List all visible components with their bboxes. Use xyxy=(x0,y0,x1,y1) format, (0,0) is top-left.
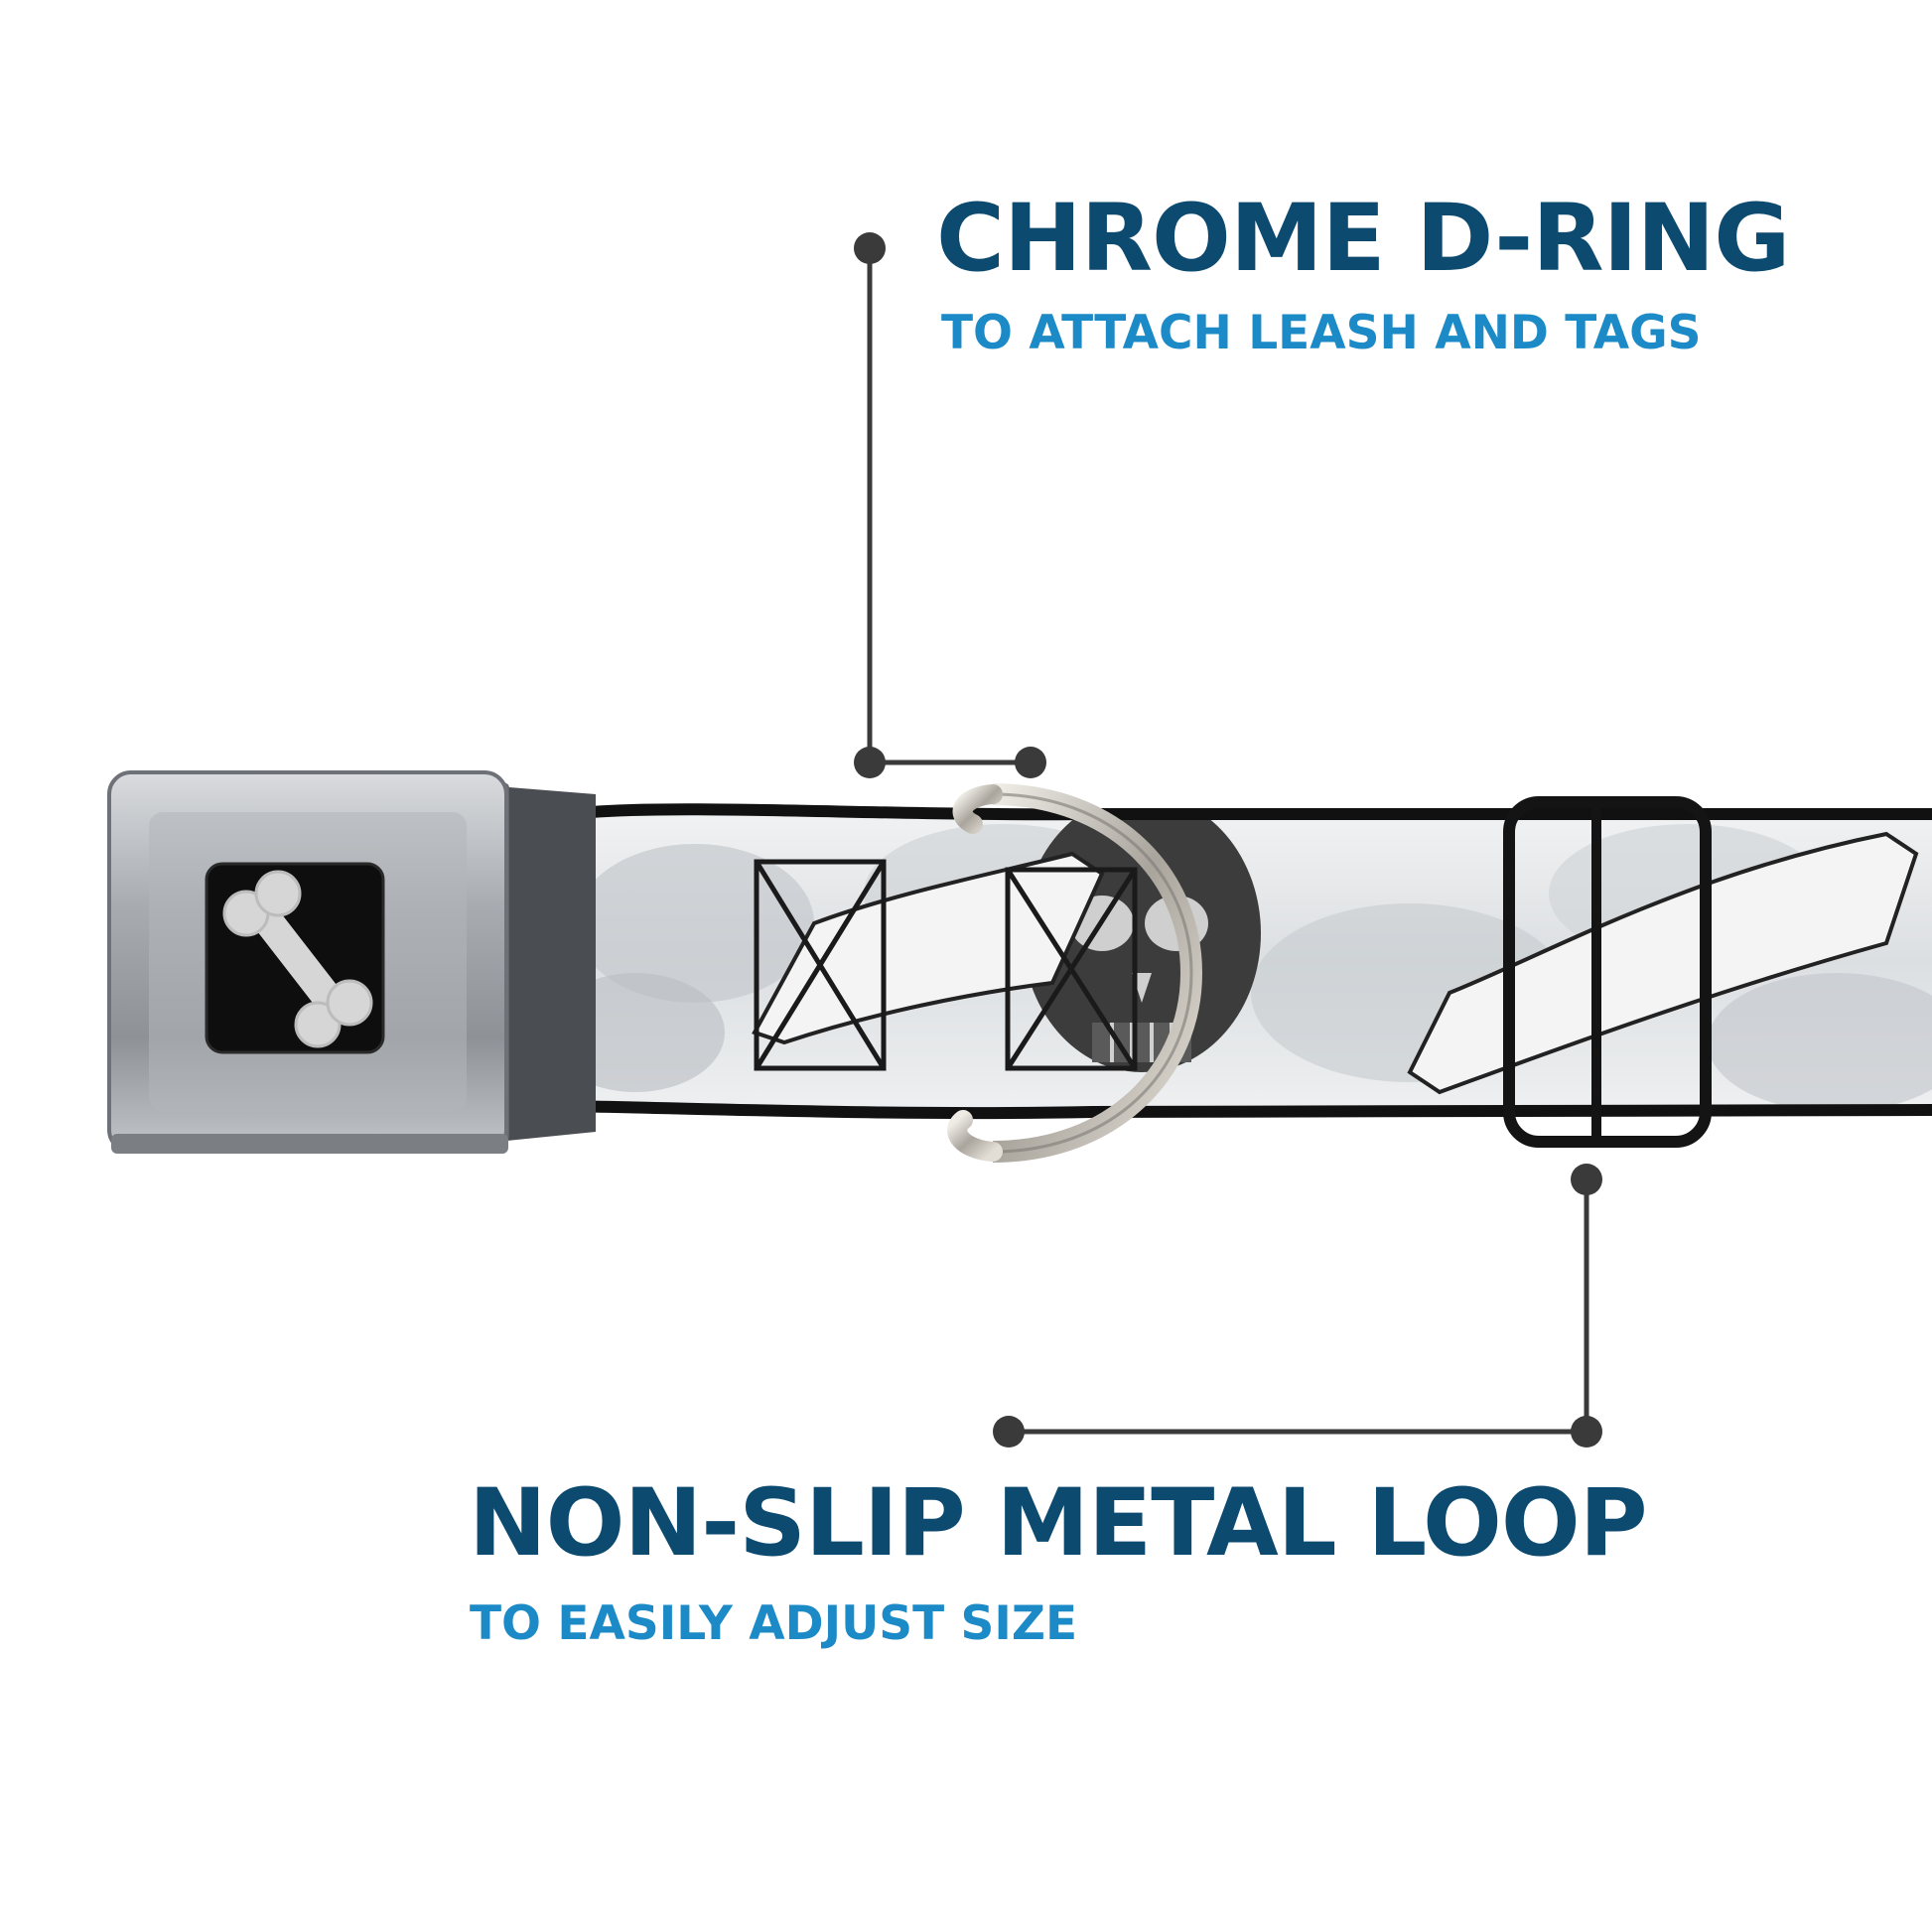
bone-logo-icon xyxy=(222,870,373,1048)
strap-root xyxy=(496,786,596,1142)
strap-print-pattern xyxy=(561,809,1932,1112)
leader-dot xyxy=(854,747,886,778)
stitch-box xyxy=(754,859,1138,1071)
d-ring-callout-title: CHROME D-RING xyxy=(936,185,1790,293)
d-ring-leader-line xyxy=(854,232,1046,778)
leader-dot xyxy=(1571,1164,1602,1195)
d-ring-callout-subtitle: TO ATTACH LEASH AND TAGS xyxy=(941,306,1702,360)
seatbelt-buckle[interactable] xyxy=(107,770,509,1154)
collar-strap xyxy=(560,803,1932,1120)
metal-slide-loop[interactable] xyxy=(1503,796,1712,1148)
leader-dot xyxy=(993,1416,1025,1448)
metal-loop-callout-title: NON-SLIP METAL LOOP xyxy=(469,1469,1648,1578)
chrome-d-ring[interactable] xyxy=(947,783,1203,1163)
metal-loop-leader-line xyxy=(993,1164,1602,1448)
leader-dot xyxy=(1015,747,1046,778)
metal-loop-callout-subtitle: TO EASILY ADJUST SIZE xyxy=(470,1596,1078,1651)
leader-dot xyxy=(1571,1416,1602,1448)
leader-dot xyxy=(854,232,886,264)
